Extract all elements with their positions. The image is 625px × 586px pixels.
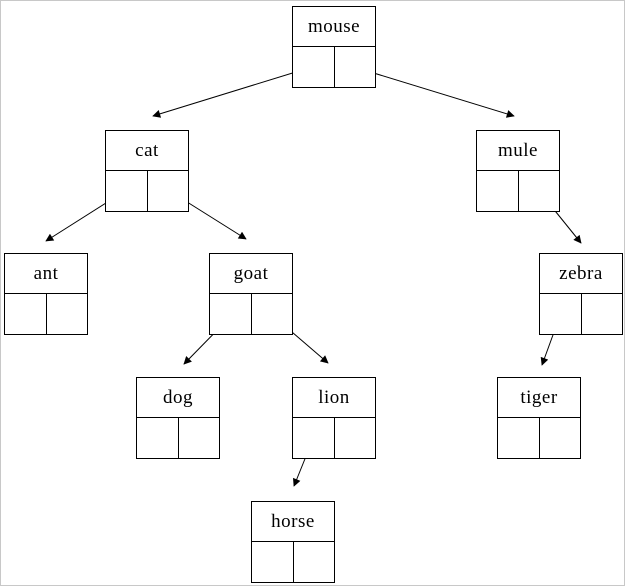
- left-pointer-cell-mule: [476, 170, 519, 212]
- tree-node-lion: lion: [292, 377, 376, 459]
- edge-mouse-left-cat: [152, 66, 313, 118]
- right-pointer-cell-mule: [517, 170, 560, 212]
- node-label-zebra: zebra: [539, 253, 623, 294]
- left-pointer-cell-ant: [4, 293, 47, 335]
- left-pointer-cell-mouse: [292, 46, 335, 88]
- node-label-goat: goat: [209, 253, 293, 294]
- tree-node-dog: dog: [136, 377, 220, 459]
- right-pointer-cell-dog: [177, 417, 220, 459]
- pointer-cells-cat: [105, 170, 189, 212]
- left-pointer-cell-goat: [209, 293, 252, 335]
- pointer-cells-zebra: [539, 293, 623, 335]
- pointer-cells-mule: [476, 170, 560, 212]
- left-pointer-cell-horse: [251, 541, 294, 583]
- right-pointer-cell-ant: [45, 293, 88, 335]
- tree-node-mouse: mouse: [292, 6, 376, 88]
- pointer-cells-dog: [136, 417, 220, 459]
- node-label-dog: dog: [136, 377, 220, 418]
- right-pointer-cell-goat: [250, 293, 293, 335]
- right-pointer-cell-lion: [333, 417, 376, 459]
- right-pointer-cell-tiger: [538, 417, 581, 459]
- pointer-cells-mouse: [292, 46, 376, 88]
- node-label-tiger: tiger: [497, 377, 581, 418]
- node-label-cat: cat: [105, 130, 189, 171]
- tree-node-ant: ant: [4, 253, 88, 335]
- pointer-cells-tiger: [497, 417, 581, 459]
- node-label-ant: ant: [4, 253, 88, 294]
- node-label-mule: mule: [476, 130, 560, 171]
- pointer-cells-horse: [251, 541, 335, 583]
- pointer-cells-lion: [292, 417, 376, 459]
- tree-node-cat: cat: [105, 130, 189, 212]
- node-label-mouse: mouse: [292, 6, 376, 47]
- node-label-horse: horse: [251, 501, 335, 542]
- right-pointer-cell-horse: [292, 541, 335, 583]
- right-pointer-cell-cat: [146, 170, 189, 212]
- pointer-cells-ant: [4, 293, 88, 335]
- left-pointer-cell-dog: [136, 417, 179, 459]
- tree-node-mule: mule: [476, 130, 560, 212]
- node-label-lion: lion: [292, 377, 376, 418]
- tree-node-tiger: tiger: [497, 377, 581, 459]
- left-pointer-cell-lion: [292, 417, 335, 459]
- tree-node-horse: horse: [251, 501, 335, 583]
- tree-node-zebra: zebra: [539, 253, 623, 335]
- edge-mouse-right-mule: [353, 66, 515, 118]
- tree-node-goat: goat: [209, 253, 293, 335]
- left-pointer-cell-zebra: [539, 293, 582, 335]
- left-pointer-cell-cat: [105, 170, 148, 212]
- pointer-cells-goat: [209, 293, 293, 335]
- left-pointer-cell-tiger: [497, 417, 540, 459]
- right-pointer-cell-mouse: [333, 46, 376, 88]
- right-pointer-cell-zebra: [580, 293, 623, 335]
